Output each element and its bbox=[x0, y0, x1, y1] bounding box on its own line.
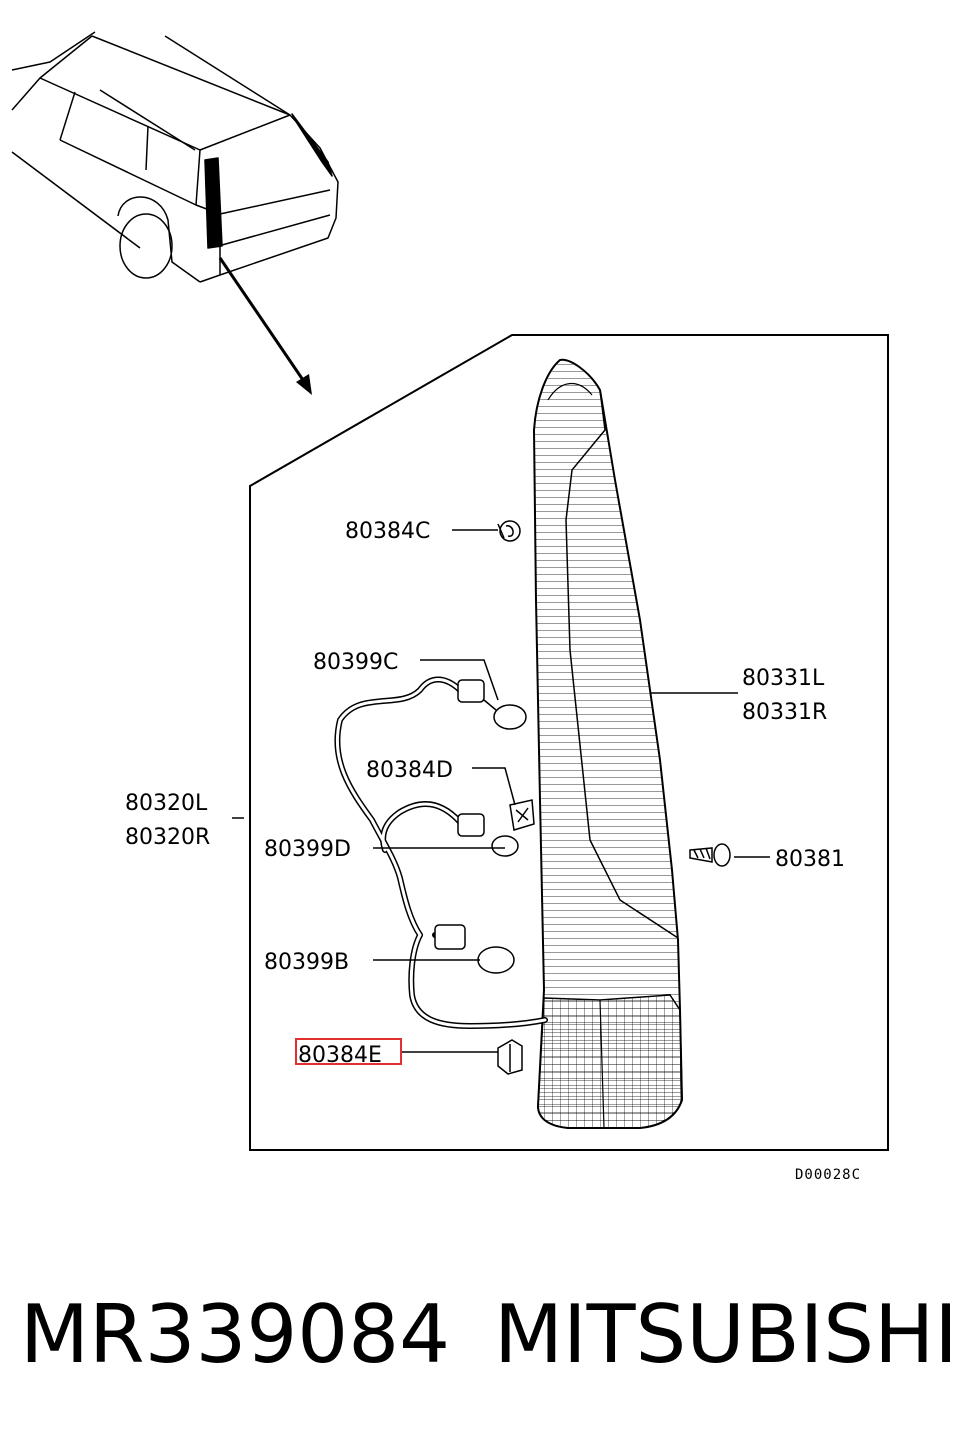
brand-name: MITSUBISHI bbox=[494, 1288, 958, 1381]
wire-harness-core bbox=[335, 678, 547, 1028]
clip-80384d bbox=[509, 799, 535, 831]
callout-80384d: 80384D bbox=[366, 758, 453, 783]
callout-80331l: 80331L bbox=[742, 666, 825, 691]
callout-80399c: 80399C bbox=[313, 650, 398, 675]
diagram-code: D00028C bbox=[795, 1167, 861, 1183]
callout-80384e: 80384E bbox=[298, 1043, 382, 1068]
socket-80399d bbox=[457, 813, 519, 857]
callout-80320l: 80320L bbox=[125, 791, 208, 816]
tail-lamp-assembly bbox=[532, 358, 684, 1129]
leader-lines bbox=[232, 529, 770, 1053]
callout-80381: 80381 bbox=[775, 847, 845, 872]
screw-80381 bbox=[689, 843, 731, 867]
callout-80320r: 80320R bbox=[125, 825, 210, 850]
part-number: MR339084 bbox=[20, 1288, 450, 1381]
callout-80384c: 80384C bbox=[345, 519, 430, 544]
callout-80399d: 80399D bbox=[264, 837, 351, 862]
callout-80331r: 80331R bbox=[742, 700, 827, 725]
vehicle-rear-sketch bbox=[11, 31, 339, 283]
socket-80399b bbox=[434, 924, 515, 974]
clip-80384c bbox=[497, 520, 521, 542]
detail-frame bbox=[249, 334, 889, 1151]
highlight-box bbox=[295, 1038, 402, 1065]
bulb-80399b bbox=[477, 946, 515, 974]
clip-80384e bbox=[497, 1039, 523, 1075]
bulb-80399d bbox=[491, 835, 519, 857]
bulb-80399c bbox=[493, 704, 527, 730]
pointer-arrow-head bbox=[296, 374, 312, 395]
callout-80399b: 80399B bbox=[264, 950, 349, 975]
socket-80399c bbox=[457, 679, 527, 730]
pointer-arrow-shaft bbox=[218, 257, 305, 381]
